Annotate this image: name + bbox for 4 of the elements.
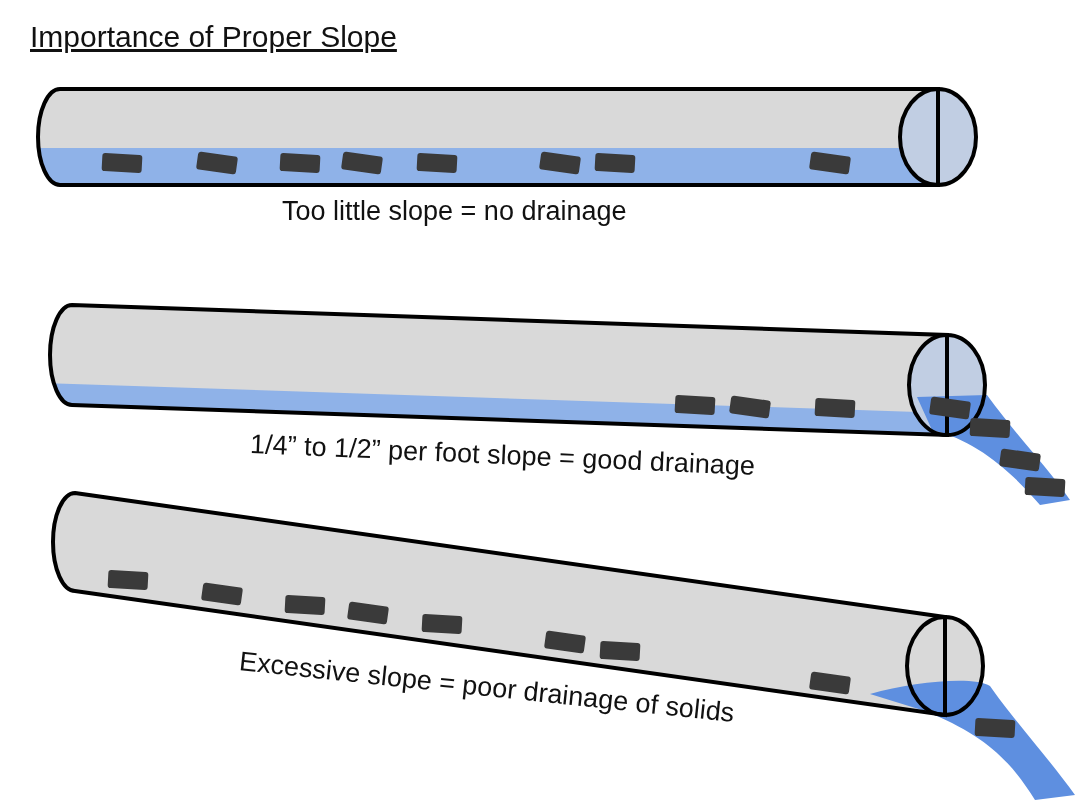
title: Importance of Proper Slope <box>30 20 397 54</box>
caption-text: Excessive slope = poor drainage of solids <box>237 646 736 729</box>
caption-text: Too little slope = no drainage <box>282 196 627 227</box>
caption-text: 1/4” to 1/2” per foot slope = good drainage <box>249 429 756 482</box>
